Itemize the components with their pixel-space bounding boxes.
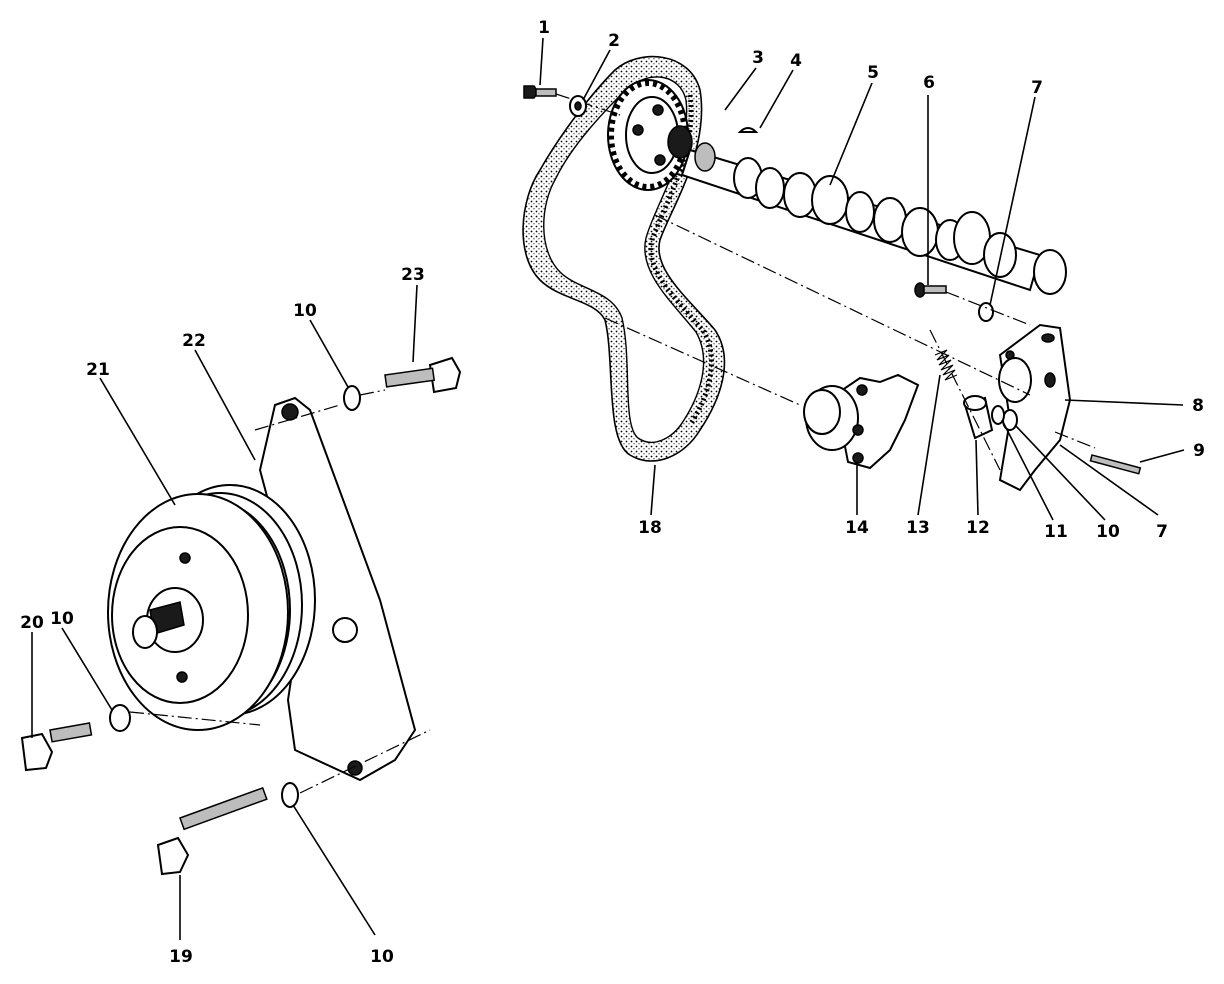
part-labels: 1 2 3 4 5 6 7 8 9 7 10 11 12 13 14 18 23…: [20, 18, 1205, 967]
label-20: 20: [20, 613, 44, 633]
sprocket-bolt: [523, 85, 557, 99]
label-1: 1: [538, 18, 550, 38]
label-12: 12: [966, 518, 990, 538]
label-13: 13: [906, 518, 930, 538]
washer-11: [991, 405, 1005, 425]
label-7-bottom: 7: [1156, 522, 1168, 542]
washer-7: [978, 302, 994, 322]
washer-10-top: [343, 385, 361, 411]
label-7-top: 7: [1031, 78, 1043, 98]
label-18: 18: [638, 518, 662, 538]
label-22: 22: [182, 331, 206, 351]
tensioner-bolt: [914, 282, 947, 298]
label-5: 5: [867, 63, 879, 83]
bolt-23: [384, 356, 462, 394]
camshaft-sprocket: [607, 79, 693, 191]
label-4: 4: [790, 51, 802, 71]
label-3: 3: [752, 48, 764, 68]
label-6: 6: [923, 73, 935, 93]
woodruff-key: [737, 127, 759, 133]
label-19: 19: [169, 947, 193, 967]
label-9: 9: [1193, 441, 1205, 461]
label-23: 23: [401, 265, 425, 285]
leader-lines: [31, 37, 1185, 940]
label-21: 21: [86, 360, 110, 380]
label-8: 8: [1192, 396, 1204, 416]
crankshaft-pulley: [107, 484, 316, 731]
tensioner-roller: [803, 373, 920, 470]
washer-10-left: [109, 704, 131, 732]
tensioner-bracket: [998, 323, 1072, 492]
label-10-top: 10: [293, 301, 317, 321]
label-11: 11: [1044, 522, 1068, 542]
tensioner-spring: [934, 349, 958, 381]
pivot-pin: [1089, 454, 1142, 475]
bolt-20: [20, 722, 93, 772]
bolt-19: [156, 786, 268, 876]
label-2: 2: [608, 31, 620, 51]
label-10-right: 10: [1096, 522, 1120, 542]
label-10-bottom: 10: [370, 947, 394, 967]
label-10-left: 10: [50, 609, 74, 629]
label-14: 14: [845, 518, 869, 538]
washer-10-bottom: [281, 782, 299, 808]
